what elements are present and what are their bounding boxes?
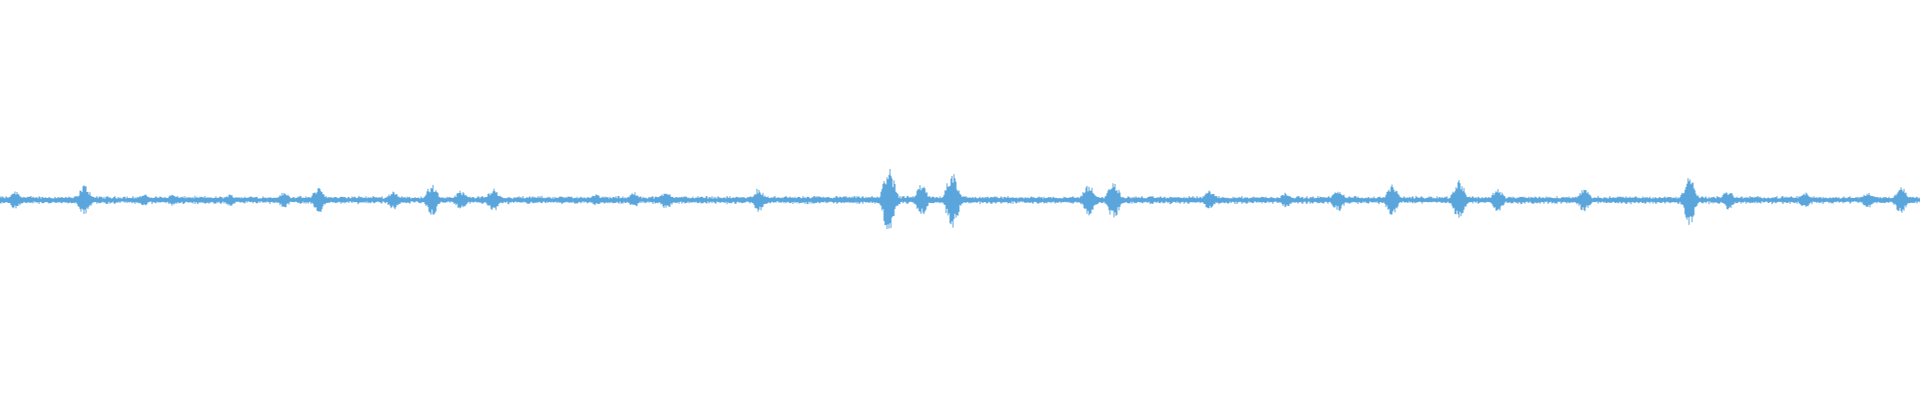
waveform-path <box>0 169 1920 229</box>
